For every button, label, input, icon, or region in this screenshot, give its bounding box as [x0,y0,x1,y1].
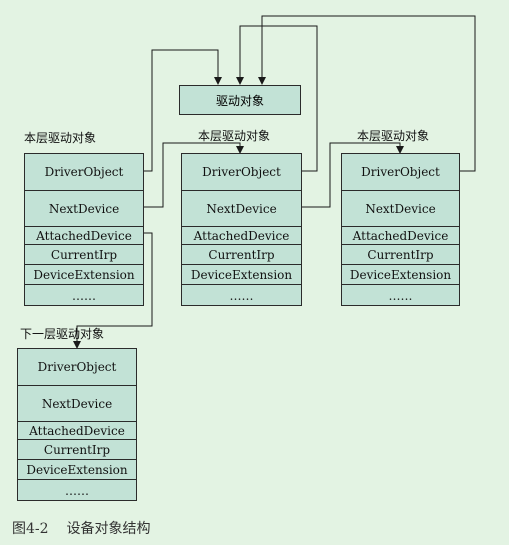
device-object-lower: DriverObject NextDevice AttachedDevice C… [17,348,137,501]
field-driverobject: DriverObject [202,165,281,179]
figure-number: 图4-2 [12,521,49,537]
field-attacheddevice: AttachedDevice [182,226,301,245]
field-deviceextension: DeviceExtension [18,459,136,480]
figure-caption: 图4-2 设备对象结构 [12,518,151,538]
device-object-left: DriverObject NextDevice AttachedDevice C… [24,153,144,306]
field-driverobject: DriverObject [361,165,440,179]
label-current-layer-middle: 本层驱动对象 [198,129,271,143]
driver-object-box: 驱动对象 [179,85,301,115]
field-attacheddevice: AttachedDevice [342,226,459,245]
arrow-middle-driverobject [236,25,318,172]
arrow-left-driverobject [143,49,222,172]
field-driverobject: DriverObject [37,360,117,374]
field-nextdevice: NextDevice [342,190,459,227]
field-ellipsis: …… [18,479,136,502]
label-current-layer-left: 本层驱动对象 [24,131,97,145]
arrow-right-driverobject [258,15,476,172]
field-attacheddevice: AttachedDevice [18,421,136,440]
field-currentirp: CurrentIrp [182,244,301,265]
field-currentirp: CurrentIrp [342,244,459,265]
field-attacheddevice: AttachedDevice [25,226,143,245]
field-currentirp: CurrentIrp [25,244,143,265]
arrow-left-attacheddevice [73,232,153,349]
label-lower-layer: 下一层驱动对象 [20,327,105,341]
arrow-middle-nextdevice [301,142,404,208]
field-nextdevice: NextDevice [18,385,136,422]
label-current-layer-right: 本层驱动对象 [357,129,430,143]
field-deviceextension: DeviceExtension [25,264,143,285]
field-ellipsis: …… [342,284,459,307]
figure-title: 设备对象结构 [66,521,151,537]
device-object-middle: DriverObject NextDevice AttachedDevice C… [181,153,302,306]
field-deviceextension: DeviceExtension [342,264,459,285]
field-deviceextension: DeviceExtension [182,264,301,285]
field-ellipsis: …… [182,284,301,307]
field-nextdevice: NextDevice [182,190,301,227]
device-object-right: DriverObject NextDevice AttachedDevice C… [341,153,460,306]
field-driverobject: DriverObject [44,165,124,179]
field-ellipsis: …… [25,284,143,307]
field-currentirp: CurrentIrp [18,439,136,460]
driver-object-label: 驱动对象 [215,93,264,108]
field-nextdevice: NextDevice [25,190,143,227]
arrow-left-nextdevice [143,142,244,208]
